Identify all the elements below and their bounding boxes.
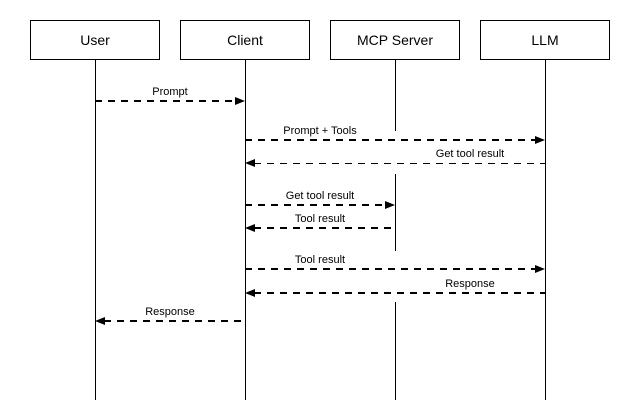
message-line <box>254 227 395 229</box>
participant-label: Client <box>227 32 263 48</box>
message-line <box>245 204 386 206</box>
message-label: Prompt + Tools <box>281 125 359 138</box>
message-label: Tool result <box>292 254 348 267</box>
message-label: Tool result <box>292 213 348 226</box>
message-line <box>104 320 245 322</box>
arrowhead-left-icon <box>245 224 255 232</box>
message-label: Get tool result <box>283 190 357 203</box>
arrowhead-right-icon <box>235 97 245 105</box>
participant-label: LLM <box>531 32 559 48</box>
message-line <box>254 162 545 164</box>
arrowhead-right-icon <box>535 136 545 144</box>
participant-user: User <box>30 20 160 60</box>
arrowhead-left-icon <box>95 317 105 325</box>
participant-client: Client <box>180 20 310 60</box>
participant-llm: LLM <box>480 20 610 60</box>
message-line <box>95 100 236 102</box>
lifeline-mcp-server-segment <box>395 302 396 400</box>
participant-label: MCP Server <box>357 32 433 48</box>
arrowhead-left-icon <box>245 289 255 297</box>
arrowhead-right-icon <box>535 265 545 273</box>
lifeline-mcp-server-segment <box>395 174 396 251</box>
participant-mcp-server: MCP Server <box>330 20 460 60</box>
lifeline-mcp-server-segment <box>395 60 396 131</box>
message-line <box>245 268 536 270</box>
arrowhead-left-icon <box>245 159 255 167</box>
message-line <box>254 292 545 294</box>
message-label: Response <box>443 278 497 291</box>
message-line <box>245 139 536 141</box>
message-label: Prompt <box>150 86 190 99</box>
lifeline-llm <box>545 60 546 400</box>
arrowhead-right-icon <box>385 201 395 209</box>
message-label: Response <box>143 306 197 319</box>
participant-label: User <box>80 32 110 48</box>
message-label: Get tool result <box>433 148 507 161</box>
lifeline-user <box>95 60 96 400</box>
